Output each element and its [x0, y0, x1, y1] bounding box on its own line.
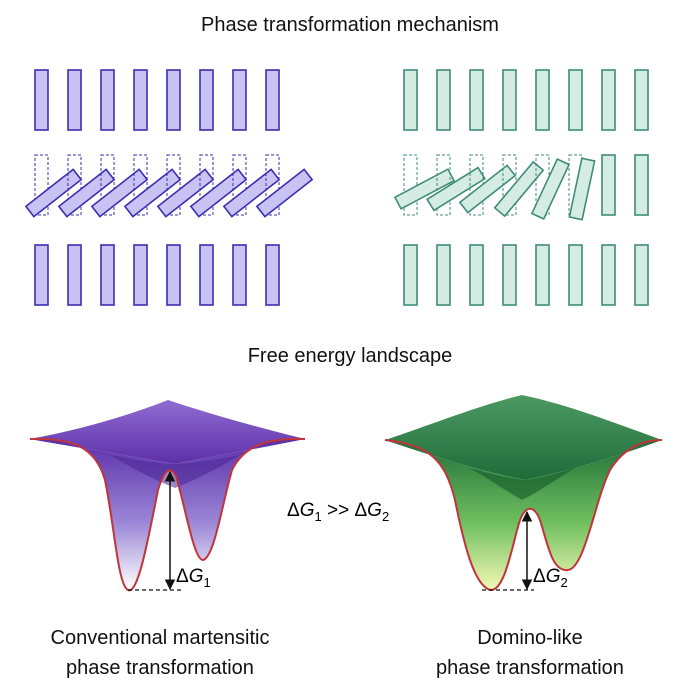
left-top-rect: [199, 69, 214, 131]
left-bottom-rect: [100, 244, 115, 306]
left-tilted-rect: [57, 168, 116, 218]
left-top-rect: [100, 69, 115, 131]
right-tilted-rect: [530, 158, 571, 220]
left-top-rect: [34, 69, 49, 131]
left-top-rect: [232, 69, 247, 131]
right-upright-rect: [601, 154, 616, 216]
right-tilted-rect: [568, 157, 596, 221]
left-bottom-rect: [67, 244, 82, 306]
right-top-rect: [634, 69, 649, 131]
right-top-rect: [469, 69, 484, 131]
martensitic-caption: Conventional martensitic phase transform…: [10, 623, 310, 683]
left-tilted-rect: [156, 168, 215, 218]
martensitic-lattice: [24, 69, 314, 306]
right-inner-ridge: [470, 468, 575, 500]
left-ghost-rect: [100, 154, 115, 216]
barrier-comparison: ΔG1 >> ΔG2: [287, 500, 389, 524]
left-barrier-label: ΔG1: [176, 566, 211, 590]
left-tilted-rect: [222, 168, 281, 218]
left-ghost-rect: [34, 154, 49, 216]
right-bottom-rect: [601, 244, 616, 306]
domino-caption: Domino-like phase transformation: [385, 623, 675, 683]
right-well: [385, 440, 662, 591]
right-top-rect: [601, 69, 616, 131]
left-ghost-rect: [166, 154, 181, 216]
domino-energy-landscape: [384, 395, 663, 591]
right-bottom-rect: [403, 244, 418, 306]
right-bottom-rect: [535, 244, 550, 306]
right-bottom-rect: [634, 244, 649, 306]
left-top-rect: [265, 69, 280, 131]
left-ghost-rect: [133, 154, 148, 216]
domino-lattice: [393, 69, 649, 306]
left-bottom-rect: [199, 244, 214, 306]
right-bottom-rect: [568, 244, 583, 306]
martensitic-energy-landscape: [29, 400, 306, 592]
mechanism-title: Phase transformation mechanism: [201, 14, 499, 36]
left-bottom-rect: [133, 244, 148, 306]
left-ghost-rect: [232, 154, 247, 216]
right-top-rect: [502, 69, 517, 131]
right-top-rect: [403, 69, 418, 131]
right-bottom-rect: [502, 244, 517, 306]
domino-caption-line2: phase transformation: [436, 657, 624, 679]
right-profile-curve: [384, 439, 663, 591]
left-tilted-rect: [189, 168, 248, 218]
domino-caption-line1: Domino-like: [477, 627, 583, 649]
right-top-rect: [535, 69, 550, 131]
left-bottom-rect: [265, 244, 280, 306]
right-upright-rect: [634, 154, 649, 216]
right-tilted-rect: [458, 164, 517, 214]
left-tilted-rect: [24, 168, 83, 218]
left-surface-top: [30, 400, 305, 464]
right-bottom-rect: [436, 244, 451, 306]
landscape-title: Free energy landscape: [247, 345, 453, 367]
right-barrier-label: ΔG2: [533, 566, 568, 590]
left-top-rect: [67, 69, 82, 131]
left-ghost-rect: [199, 154, 214, 216]
right-top-rect: [436, 69, 451, 131]
left-bottom-rect: [166, 244, 181, 306]
left-ghost-rect: [67, 154, 82, 216]
right-bottom-rect: [469, 244, 484, 306]
right-tilted-rect: [493, 160, 545, 218]
right-top-rect: [568, 69, 583, 131]
left-bottom-rect: [232, 244, 247, 306]
martensitic-caption-line2: phase transformation: [66, 657, 254, 679]
left-ghost-rect: [265, 154, 280, 216]
left-bottom-rect: [34, 244, 49, 306]
left-top-rect: [133, 69, 148, 131]
left-tilted-rect: [255, 168, 314, 218]
martensitic-caption-line1: Conventional martensitic: [50, 627, 270, 649]
right-surface-top: [385, 395, 662, 480]
left-tilted-rect: [123, 168, 182, 218]
right-tilted-rect: [393, 168, 456, 210]
left-top-rect: [166, 69, 181, 131]
left-tilted-rect: [90, 168, 149, 218]
